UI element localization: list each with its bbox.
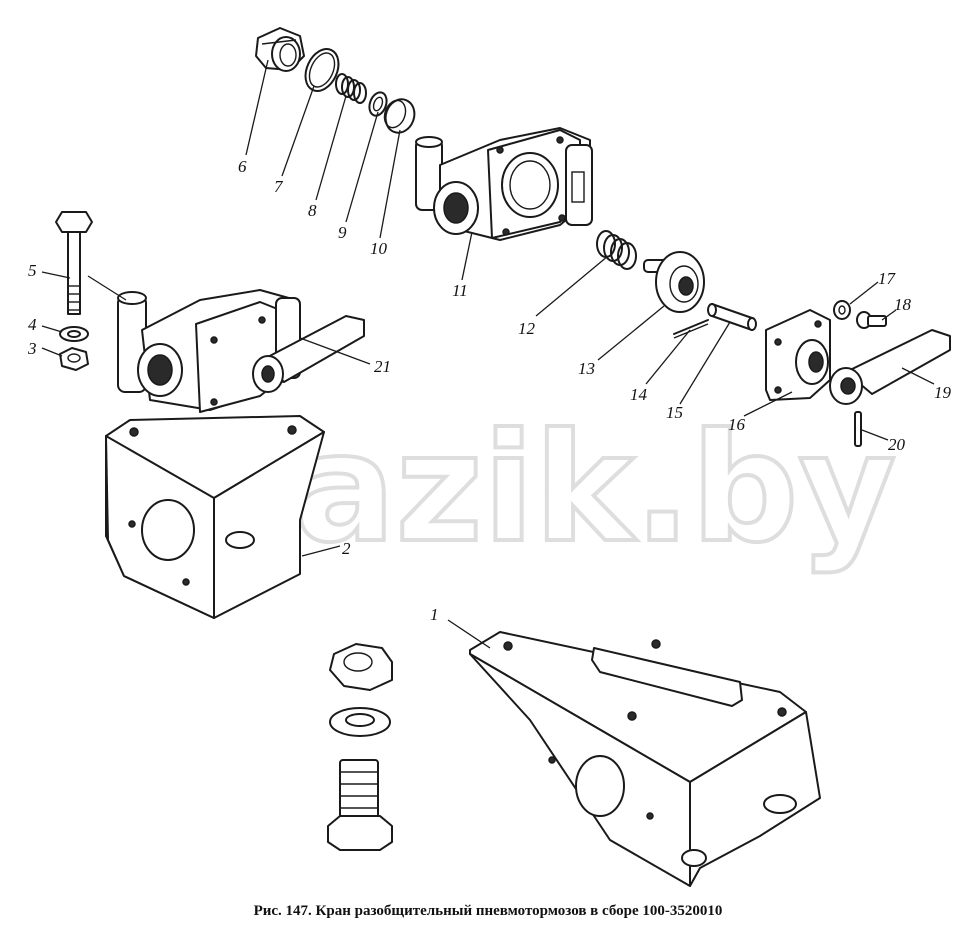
label-part-5: 5 bbox=[28, 261, 37, 280]
hardware-nut bbox=[329, 643, 393, 691]
label-part-19: 19 bbox=[934, 383, 952, 402]
part-13-valve-stem bbox=[643, 251, 705, 313]
label-part-1: 1 bbox=[430, 605, 439, 624]
part-10-valve-disc bbox=[383, 98, 416, 134]
part-17-lock-washer bbox=[833, 300, 851, 320]
label-part-15: 15 bbox=[666, 403, 683, 422]
label-part-11: 11 bbox=[452, 281, 468, 300]
part-7-ring bbox=[304, 48, 340, 92]
part-1-large-bracket bbox=[469, 631, 821, 887]
hardware-washer bbox=[329, 707, 391, 737]
part-18-screw bbox=[856, 311, 887, 329]
label-part-21: 21 bbox=[374, 357, 391, 376]
leader-lines bbox=[41, 59, 935, 649]
figure-caption: Рис. 147. Кран разобщительный пневмоторм… bbox=[253, 903, 723, 919]
label-part-13: 13 bbox=[578, 359, 595, 378]
label-part-8: 8 bbox=[308, 201, 317, 220]
label-part-17: 17 bbox=[878, 269, 897, 288]
part-20-cotter-pin bbox=[854, 411, 862, 447]
part-4-washer bbox=[59, 326, 89, 342]
label-part-20: 20 bbox=[888, 435, 906, 454]
label-part-2: 2 bbox=[342, 539, 351, 558]
label-part-14: 14 bbox=[630, 385, 648, 404]
label-part-12: 12 bbox=[518, 319, 536, 338]
part-14-pin bbox=[673, 319, 709, 339]
label-part-16: 16 bbox=[728, 415, 746, 434]
label-part-10: 10 bbox=[370, 239, 388, 258]
part-3-nut bbox=[59, 347, 89, 371]
part-5-bolt bbox=[55, 211, 93, 315]
part-8-spring bbox=[335, 73, 367, 104]
part-2-small-bracket bbox=[105, 415, 325, 619]
label-part-18: 18 bbox=[894, 295, 912, 314]
hardware-bolt bbox=[327, 759, 393, 851]
part-11-valve-body bbox=[415, 127, 593, 241]
part-21-assembled-valve bbox=[117, 289, 365, 413]
part-labels: 1 2 3 4 5 6 7 8 9 10 11 12 13 14 15 16 1… bbox=[27, 157, 952, 624]
label-part-4: 4 bbox=[28, 315, 37, 334]
part-12-spring bbox=[596, 230, 637, 270]
label-part-7: 7 bbox=[274, 177, 284, 196]
part-16-flange-cover bbox=[765, 309, 831, 401]
part-15-axle bbox=[707, 303, 757, 331]
label-part-3: 3 bbox=[27, 339, 37, 358]
part-6-plug bbox=[255, 27, 305, 72]
label-part-9: 9 bbox=[338, 223, 347, 242]
label-part-6: 6 bbox=[238, 157, 247, 176]
part-19-handle bbox=[829, 329, 951, 405]
part-9-washer bbox=[368, 91, 388, 117]
